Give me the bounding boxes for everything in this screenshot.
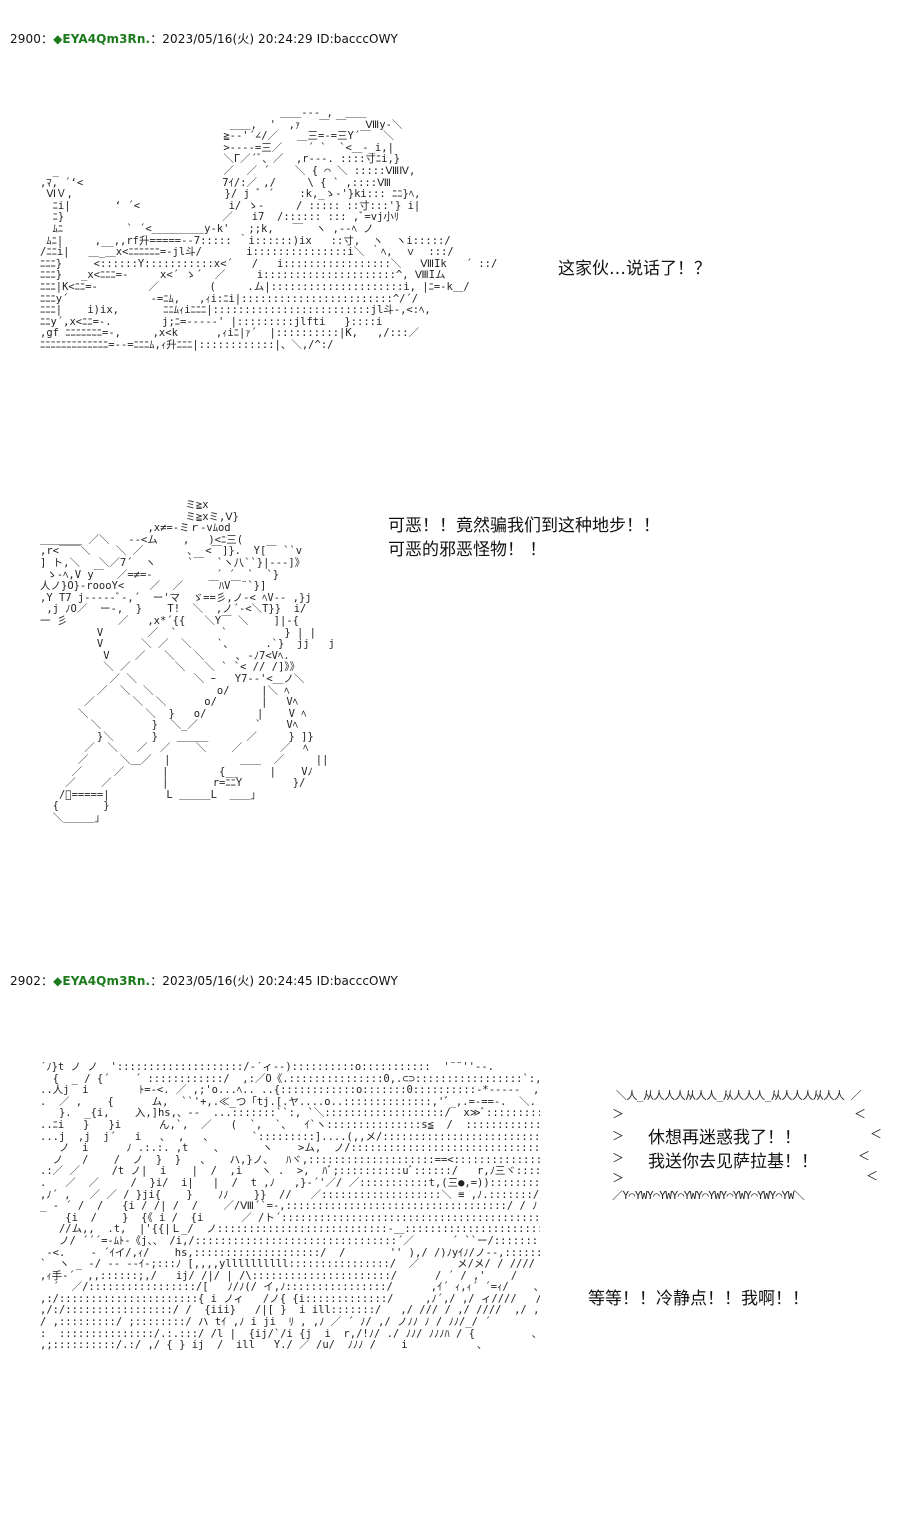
ascii-art-panel-1: ＿＿--- , ＿＿ ＿＿, ' ,ｧ ￣ ￣ Ⅷy-＼ ≧--'´∠/／ ＿三… bbox=[40, 108, 498, 351]
shout-left-mark: ＞ bbox=[612, 1171, 625, 1185]
dialogue-line-2b: 可恶的邪恶怪物！ ！ bbox=[388, 540, 547, 560]
post-separator: ： bbox=[40, 974, 54, 988]
shout-right-mark: ＜ bbox=[870, 1127, 883, 1141]
ascii-art-panel-2: ミ≧x ミ≧xミ,Ⅴ} ,x≠=-ミｒ-vﾑod ＿＿＿＿ ／＼ --<ム , … bbox=[40, 500, 335, 825]
shout-top-edge: ＼人_从人人人从人人_从人人人_从人人人从人人 ／ bbox=[616, 1089, 862, 1102]
shout-left-mark: ＞ bbox=[612, 1129, 625, 1143]
trip-diamond-icon: ◆ bbox=[53, 32, 63, 46]
shout-bubble: ＼人_从人人人从人人_从人人人_从人人人从人人 ／ ＞ ＞ ＞ ＞ ＜ ＜ ＜ … bbox=[612, 1087, 887, 1205]
shout-bottom-edge: ／Y⌒YWY⌒YWY⌒YWY⌒YWY⌒YWY⌒YWY⌒YW＼ bbox=[612, 1189, 805, 1202]
post-header-2902: 2902：◆EYA4Qm3Rn.：2023/05/16(火) 20:24:45 … bbox=[10, 972, 398, 989]
poster-trip-link[interactable]: EYA4Qm3Rn. bbox=[62, 974, 151, 988]
shout-left-mark: ＞ bbox=[612, 1151, 625, 1165]
shout-line-1: 休想再迷惑我了！！ bbox=[648, 1128, 801, 1148]
poster-trip-link[interactable]: EYA4Qm3Rn. bbox=[62, 32, 151, 46]
shout-right-mark: ＜ bbox=[866, 1169, 879, 1183]
ascii-art-panel-3: ´ﾉ}t ノ ノ '::::::::::::::::::::/‐´ィ--):::… bbox=[40, 1062, 540, 1352]
shout-left-mark: ＞ bbox=[612, 1107, 625, 1121]
dialogue-line-1: 这家伙…说话了！？ bbox=[558, 259, 711, 279]
dialogue-line-3: 等等！！冷静点！！我啊！！ bbox=[588, 1289, 809, 1309]
post-number: 2902 bbox=[10, 974, 41, 988]
dialogue-line-2a: 可恶！！竟然骗我们到这种地步！！ bbox=[388, 516, 660, 536]
dialogue-block-2: 可恶！！竟然骗我们到这种地步！！ 可恶的邪恶怪物！ ！ bbox=[388, 514, 660, 562]
post-header-2900: 2900：◆EYA4Qm3Rn.：2023/05/16(火) 20:24:29 … bbox=[10, 30, 398, 47]
post-number: 2900 bbox=[10, 32, 41, 46]
post-meta: ：2023/05/16(火) 20:24:29 ID:bacccOWY bbox=[150, 32, 398, 46]
shout-right-mark: ＜ bbox=[854, 1107, 867, 1121]
shout-line-2: 我送你去见萨拉基！！ bbox=[648, 1152, 818, 1172]
post-separator: ： bbox=[40, 32, 54, 46]
post-meta: ：2023/05/16(火) 20:24:45 ID:bacccOWY bbox=[150, 974, 398, 988]
shout-right-mark: ＜ bbox=[858, 1149, 871, 1163]
trip-diamond-icon: ◆ bbox=[53, 974, 63, 988]
